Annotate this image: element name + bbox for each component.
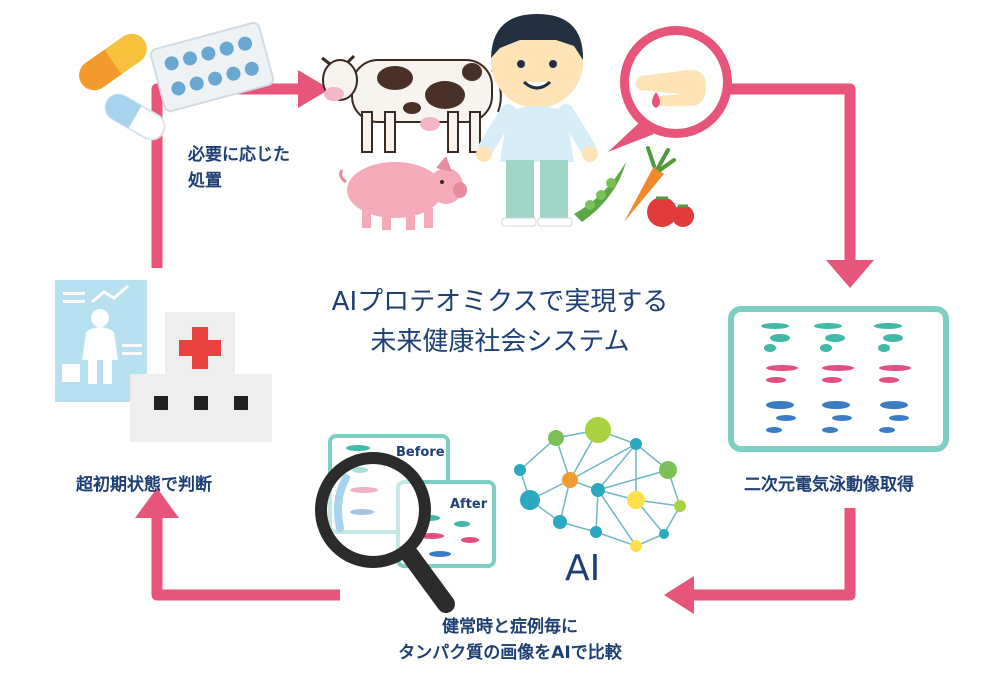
medical-chart-icon	[55, 280, 147, 402]
pill-icon	[79, 33, 166, 141]
vegetables-icon	[574, 146, 694, 227]
arrow-head-down	[826, 260, 874, 288]
ai-brain-icon	[514, 417, 686, 552]
tablet-pack-icon	[149, 21, 275, 113]
finger-blood-icon	[608, 26, 732, 152]
ai-text: AI	[565, 548, 600, 589]
step-treatment-line-1: 必要に応じた	[188, 145, 290, 165]
gel-spots-blue	[766, 401, 909, 433]
arrow-heads	[135, 70, 874, 614]
gel-spots-teal	[761, 323, 903, 352]
gel-image-icon	[728, 306, 949, 452]
gel-spots-pink	[766, 365, 911, 383]
step-compare-line-1: 健常時と症例毎に	[442, 617, 578, 637]
arrow-to-diagnosis	[151, 515, 340, 601]
step-treatment-label: 必要に応じた 処置	[188, 142, 290, 194]
arrow-head-left	[664, 576, 694, 614]
arrow-head-up	[135, 488, 179, 518]
step-electrophoresis-label: 二次元電気泳動像取得	[744, 475, 914, 495]
arrow-to-electrophoresis	[728, 83, 856, 262]
after-label: After	[450, 497, 488, 512]
title-line-2: 未来健康社会システム	[370, 327, 630, 357]
arrow-to-compare	[690, 508, 856, 601]
pig-icon	[339, 156, 467, 230]
before-label: Before	[396, 445, 445, 460]
arrow-head-right	[298, 70, 330, 108]
title-line-1: AIプロテオミクスで実現する	[331, 287, 669, 317]
hospital-icon	[130, 312, 272, 442]
step-diagnosis-label: 超初期状態で判断	[76, 475, 212, 495]
diagram-title: AIプロテオミクスで実現する 未来健康社会システム	[300, 282, 700, 362]
magnifier-icon	[315, 452, 455, 613]
step-compare-line-2: タンパク質の画像をAIで比較	[398, 643, 622, 663]
cow-icon	[321, 54, 502, 153]
step-compare-label: 健常時と症例毎に タンパク質の画像をAIで比較	[360, 614, 660, 666]
step-treatment-line-2: 処置	[188, 171, 222, 191]
person-icon	[476, 14, 598, 227]
